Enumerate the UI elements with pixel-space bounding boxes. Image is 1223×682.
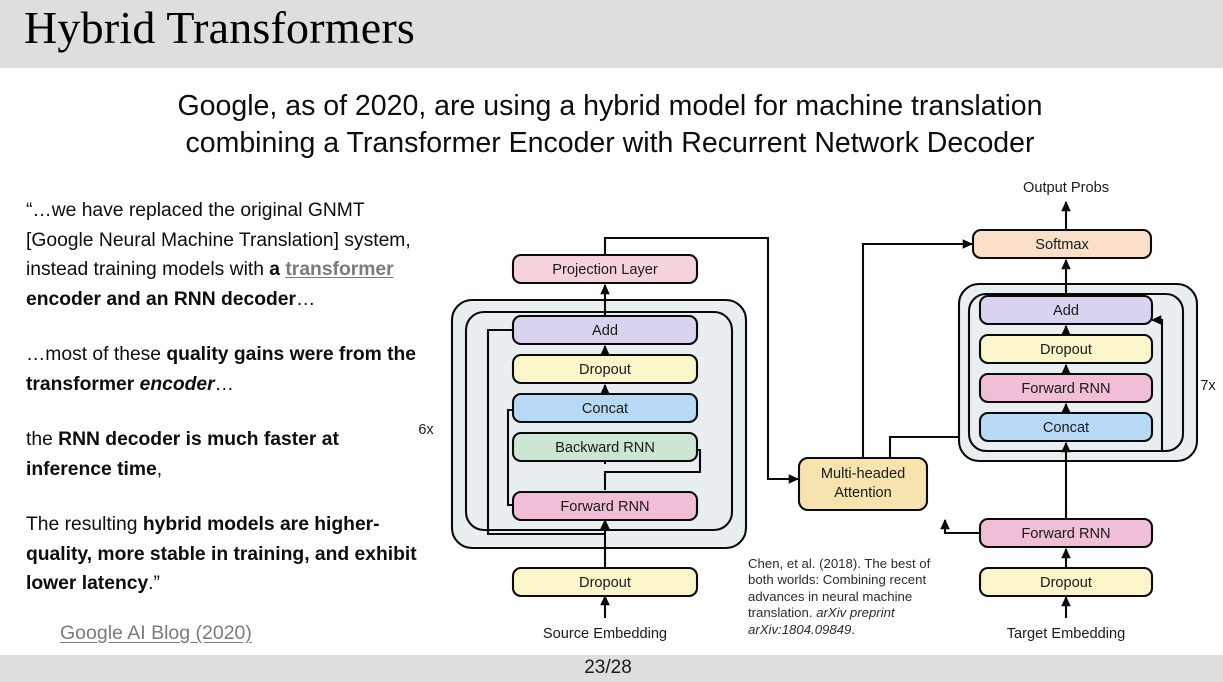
page-number-value: 23/28 [584, 657, 632, 678]
subtitle: Google, as of 2020, are using a hybrid m… [60, 88, 1160, 162]
citation-plain-b: . [851, 621, 856, 637]
wire-attention-to-dec-concat [888, 432, 974, 458]
node-enc-backward-rnn[interactable] [511, 431, 699, 463]
quote-p4-bold: hybrid models are higher-quality, more s… [26, 514, 417, 594]
node-dec-add-label: Add [1053, 303, 1079, 319]
quote-p1-bold-b: encoder and an RNN decoder [26, 288, 296, 310]
node-enc-input-dropout[interactable] [511, 566, 699, 598]
citation-plain-a: Chen, et al. (2018). The best of both wo… [748, 556, 931, 621]
citation-italic: arXiv preprint arXiv:1804.09849 [748, 605, 895, 637]
quote-p4-text: The resulting [26, 514, 143, 535]
node-enc-add-label: Add [592, 323, 618, 339]
node-enc-projection-label: Projection Layer [552, 262, 658, 278]
decoder-repeat-label: 7x [1200, 378, 1216, 394]
node-dec-input-dropout-label: Dropout [1040, 575, 1092, 591]
node-enc-forward-rnn[interactable] [511, 490, 699, 522]
node-dec-softmax-label: Softmax [1035, 237, 1089, 253]
transformer-link[interactable]: transformer [285, 259, 394, 280]
node-enc-concat-label: Concat [582, 401, 628, 417]
decoder-input-label: Target Embedding [1007, 626, 1125, 642]
decoder-output-label: Output Probs [1023, 180, 1109, 196]
quote-column: “…we have replaced the original GNMT [Go… [26, 196, 426, 599]
node-enc-forward-rnn-label: Forward RNN [560, 499, 649, 515]
quote-paragraph-1: “…we have replaced the original GNMT [Go… [26, 196, 426, 314]
quote-p3-bold: RNN decoder is much faster at inference … [26, 429, 339, 480]
wire-decoder-residual [1075, 315, 1164, 453]
node-enc-input-dropout-label: Dropout [579, 575, 631, 591]
wire-attention-to-softmax [861, 239, 974, 458]
page-title: Hybrid Transformers [24, 2, 415, 53]
attention-label-line1: Multi-headed [821, 466, 905, 482]
quote-p4-end: .” [148, 573, 160, 594]
subtitle-line-2: combining a Transformer Encoder with Rec… [185, 127, 1035, 159]
quote-p2-bold-italic: encoder [139, 373, 215, 395]
node-dec-concat-label: Concat [1043, 420, 1089, 436]
google-ai-blog-link[interactable]: Google AI Blog (2020) [60, 622, 252, 644]
footer-bar [0, 655, 1223, 682]
encoder-repeat-label: 6x [418, 422, 434, 438]
page-number: 23/28 [0, 657, 1223, 679]
node-enc-backward-rnn-label: Backward RNN [555, 440, 655, 456]
node-dec-forward-rnn-label: Forward RNN [1021, 381, 1110, 397]
encoder-input-label: Source Embedding [543, 626, 667, 642]
node-dec-dropout-label: Dropout [1040, 342, 1092, 358]
node-dec-bottom-forward-rnn-label: Forward RNN [1021, 526, 1110, 542]
attention-label-line2: Attention [834, 485, 892, 501]
quote-p1-text: “…we have replaced the original GNMT [Go… [26, 200, 411, 280]
quote-p2-text: …most of these [26, 344, 167, 365]
quote-paragraph-2: …most of these quality gains were from t… [26, 340, 426, 399]
wire-projection-to-attention [603, 236, 800, 484]
subtitle-line-1: Google, as of 2020, are using a hybrid m… [177, 90, 1043, 122]
quote-p3-comma: , [156, 458, 163, 480]
title-banner [0, 0, 1223, 68]
quote-p2-ellipsis: … [214, 373, 234, 395]
citation-text: Chen, et al. (2018). The best of both wo… [748, 556, 953, 638]
quote-p3-text: the [26, 429, 59, 450]
quote-paragraph-4: The resulting hybrid models are higher-q… [26, 510, 426, 599]
quote-p1-ellipsis: … [296, 288, 316, 310]
quote-p2-bold: quality gains were from the transformer [26, 344, 417, 395]
architecture-diagram: Projection Layer Add Dropout Concat Back… [400, 172, 1223, 652]
quote-paragraph-3: the RNN decoder is much faster at infere… [26, 425, 426, 484]
node-dec-softmax[interactable] [971, 228, 1153, 260]
node-enc-dropout-label: Dropout [579, 362, 631, 378]
quote-p1-bold-a: a [269, 259, 286, 280]
